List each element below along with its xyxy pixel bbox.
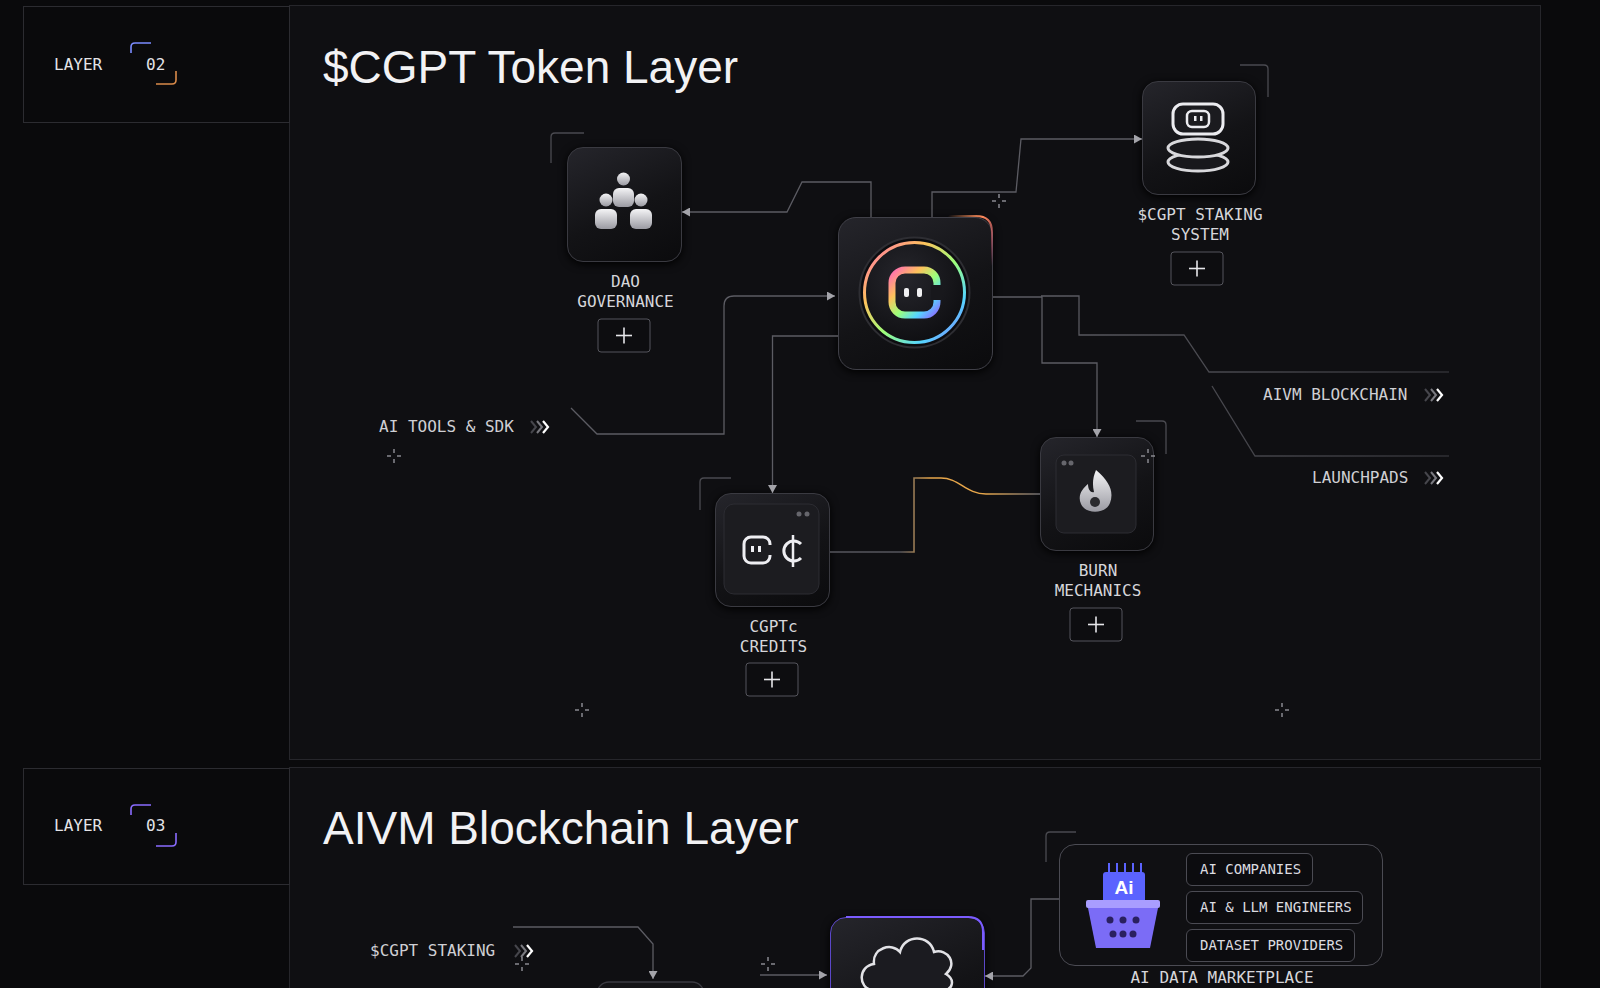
- logo-eye: [904, 288, 909, 297]
- logo-outline: [1187, 111, 1209, 127]
- side-label: $CGPT STAKING: [370, 941, 495, 961]
- basket-hole: [1130, 931, 1137, 938]
- logo-eye: [1200, 116, 1203, 121]
- layer-title: $CGPT Token Layer: [323, 44, 738, 90]
- person-body: [630, 209, 652, 229]
- side-label: AIVM BLOCKCHAIN: [1263, 385, 1408, 405]
- basket-hole: [1120, 931, 1127, 938]
- chip-pin: [1132, 863, 1134, 872]
- tag-box: AI & LLM ENGINEERS: [1186, 891, 1363, 924]
- basket-hole: [1133, 917, 1140, 924]
- credits-icon: [724, 504, 819, 594]
- tag-label: AI & LLM ENGINEERS: [1200, 899, 1352, 916]
- layer-title: AIVM Blockchain Layer: [323, 805, 799, 851]
- person-body: [613, 188, 634, 207]
- person-head: [635, 194, 648, 207]
- logo-eye: [917, 288, 922, 297]
- wire: [760, 974, 827, 975]
- plus-button: [598, 319, 650, 352]
- node-label: AI DATA MARKETPLACE: [1092, 970, 1352, 986]
- icon-panel: [1056, 455, 1136, 533]
- node-label: DAO GOVERNANCE: [566, 272, 686, 312]
- plus-button: [1070, 608, 1122, 641]
- plus-button: [1171, 252, 1223, 285]
- chip: [1103, 872, 1145, 904]
- basket-hole: [1110, 931, 1117, 938]
- cent-symbol: [792, 535, 795, 567]
- logo-gap: [931, 285, 942, 300]
- side-label: LAUNCHPADS: [1312, 468, 1408, 488]
- logo-text: Ai: [1103, 876, 1145, 900]
- layer-label-cell: LAYER 03: [23, 768, 290, 885]
- layer-brackets: [131, 43, 176, 846]
- person-head: [617, 173, 630, 186]
- logo-gap: [766, 545, 774, 555]
- basket-hole: [1120, 917, 1127, 924]
- node-label: $CGPT STAKING SYSTEM: [1132, 205, 1268, 245]
- chip-pin: [1116, 863, 1118, 872]
- panel-dot: [1069, 461, 1074, 466]
- coin-rim: [860, 238, 970, 348]
- logo-eye: [751, 546, 754, 552]
- logo-outline: [892, 270, 937, 315]
- stack-top: [1173, 104, 1223, 134]
- logo-eye: [1194, 116, 1197, 121]
- chip-pin: [1108, 863, 1110, 872]
- layer-band: $CGPT Token LayerLAYER02DAO GOVERNANCE$C…: [289, 5, 1541, 760]
- stack-disk: [1168, 139, 1228, 157]
- basket: [1088, 908, 1158, 948]
- logo-eye: [758, 546, 761, 552]
- person-body: [595, 209, 617, 229]
- tag-box: AI COMPANIES: [1186, 853, 1313, 886]
- plus-button: [746, 663, 798, 696]
- tag-box: DATASET PROVIDERS: [1186, 929, 1355, 962]
- node-label: CGPTc CREDITS: [714, 617, 834, 657]
- layer-number: 02: [146, 55, 165, 75]
- flame-core: [1090, 497, 1100, 507]
- coin: [865, 243, 965, 343]
- panel-dot: [797, 512, 802, 517]
- panel-dot: [805, 512, 810, 517]
- token-icon: [860, 238, 970, 348]
- partial-box: [597, 982, 704, 988]
- node-label: BURN MECHANICS: [1038, 561, 1158, 601]
- layer-number: 03: [146, 816, 165, 836]
- layer-label: LAYER: [54, 816, 102, 836]
- flame: [1080, 470, 1112, 512]
- burn-icon: [1056, 455, 1136, 533]
- layer-label: LAYER: [54, 55, 102, 75]
- basket-hole: [1107, 917, 1114, 924]
- tag-label: AI COMPANIES: [1200, 861, 1301, 878]
- basket-rim: [1086, 900, 1160, 908]
- side-label: AI TOOLS & SDK: [379, 417, 514, 437]
- person-head: [600, 194, 613, 207]
- panel-dot: [1062, 461, 1067, 466]
- icon-panel: [724, 504, 819, 594]
- chip-pin: [1140, 863, 1142, 872]
- layer-label-cell: LAYER 02: [23, 6, 290, 123]
- tag-label: DATASET PROVIDERS: [1200, 937, 1343, 954]
- chip-pin: [1124, 863, 1126, 872]
